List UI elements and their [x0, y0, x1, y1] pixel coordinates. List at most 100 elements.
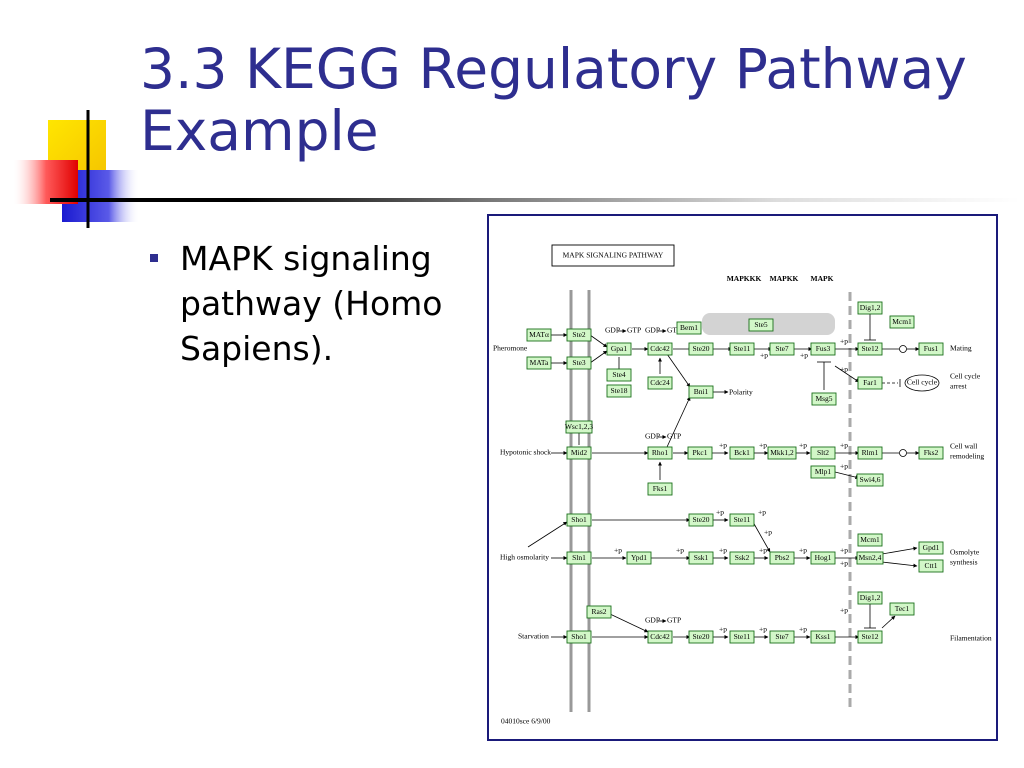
- bullet-item: MAPK signaling pathway (Homo Sapiens).: [150, 236, 470, 371]
- node-ssk2: Ssk2: [729, 551, 755, 565]
- node-label-mkk: Mkk1,2: [770, 448, 794, 457]
- node-ste20c: Ste20: [688, 630, 714, 644]
- node-ste4: Ste4: [606, 368, 632, 382]
- gtp-label-1: GTP: [667, 326, 681, 335]
- node-matb: MATa: [526, 356, 552, 370]
- node-label-ste4: Ste4: [612, 370, 626, 379]
- node-ste7: Ste7: [769, 342, 795, 356]
- phospho-label-17: +p: [758, 508, 766, 517]
- node-label-cdc42: Cdc42: [650, 344, 670, 353]
- phospho-label-7: +p: [840, 441, 848, 450]
- node-label-gpa1: Gpa1: [611, 344, 627, 353]
- node-label-wsc: Wsc1,2,3: [565, 422, 594, 431]
- node-ste12: Ste12: [857, 342, 883, 356]
- node-fks2: Fks2: [918, 446, 944, 460]
- stimulus-hypotonic: Hypotonic shock: [500, 448, 551, 457]
- phospho-label-1: +p: [800, 351, 808, 360]
- node-mkk: Mkk1,2: [767, 446, 797, 460]
- phospho-label-11: +p: [719, 546, 727, 555]
- node-label-bck1: Bck1: [734, 448, 750, 457]
- node-label-hog1: Hog1: [815, 553, 832, 562]
- phospho-label-18: +p: [764, 528, 772, 537]
- node-ste20: Ste20: [688, 342, 714, 356]
- node-msn: Msn2,4: [856, 551, 884, 565]
- bullet-text: MAPK signaling pathway (Homo Sapiens).: [180, 239, 443, 368]
- node-label-slt2: Slt2: [817, 448, 829, 457]
- node-label-ste20b: Ste20: [692, 515, 709, 524]
- node-label-bem1: Bem1: [680, 323, 698, 332]
- node-label-swi: Swi4,6: [859, 475, 880, 484]
- node-label-ste11b: Ste11: [734, 515, 751, 524]
- node-cdc42: Cdc42: [647, 342, 673, 356]
- gdp-label-1: GDP: [645, 326, 660, 335]
- node-dig12: Dig1,2: [857, 301, 883, 315]
- node-label-msg5: Msg5: [815, 394, 832, 403]
- red-square: [14, 160, 78, 204]
- node-ypd1: Ypd1: [626, 551, 652, 565]
- phospho-label-21: +p: [799, 625, 807, 634]
- gtp-label-3: GTP: [667, 616, 681, 625]
- stimulus-osmolarity: High osmolarity: [500, 553, 549, 562]
- node-label-mata: MATα: [529, 330, 549, 339]
- node-label-ste11c: Ste11: [734, 632, 751, 641]
- phospho-label-8: +p: [840, 462, 848, 471]
- pathway-connectors: [527, 314, 920, 639]
- outcome-arrest-2: arrest: [950, 382, 968, 391]
- node-label-ste3: Ste3: [572, 358, 586, 367]
- node-label-ste5: Ste5: [754, 320, 768, 329]
- node-ste18: Ste18: [606, 384, 632, 398]
- diagram-title: MAPK SIGNALING PATHWAY: [563, 251, 664, 260]
- phospho-label-6: +p: [799, 441, 807, 450]
- node-label-ypd1: Ypd1: [631, 553, 647, 562]
- node-ste20b: Ste20: [688, 513, 714, 527]
- node-label-rho1: Rho1: [652, 448, 669, 457]
- node-fus3: Fus3: [810, 342, 836, 356]
- node-label-sho1: Sho1: [571, 515, 587, 524]
- node-bni1: Bni1: [688, 385, 714, 399]
- node-label-ste2: Ste2: [572, 330, 586, 339]
- node-label-mcm1b: Mcm1: [860, 535, 880, 544]
- node-fks1: Fks1: [647, 482, 673, 496]
- node-rho1: Rho1: [647, 446, 673, 460]
- bullet-square-icon: [150, 254, 158, 262]
- node-ste3: Ste3: [566, 356, 592, 370]
- header-mapkkk: MAPKKK: [727, 274, 762, 283]
- node-label-dig12b: Dig1,2: [860, 593, 881, 602]
- node-label-ste20: Ste20: [692, 344, 709, 353]
- node-label-sho1b: Sho1: [571, 632, 587, 641]
- node-label-mlp1: Mlp1: [815, 467, 832, 476]
- phospho-label-15: +p: [840, 559, 848, 568]
- node-cdc24: Cdc24: [647, 376, 673, 390]
- node-bck1: Bck1: [729, 446, 755, 460]
- phospho-label-0: +p: [760, 351, 768, 360]
- node-ras2: Ras2: [586, 605, 612, 619]
- node-label-pkc1: Pkc1: [693, 448, 708, 457]
- node-mata: MATα: [526, 328, 552, 342]
- node-pkc1: Pkc1: [687, 446, 713, 460]
- node-cdc42b: Cdc42: [647, 630, 673, 644]
- outcome-filament: Filamentation: [950, 634, 992, 643]
- stimulus-starvation: Starvation: [518, 632, 549, 641]
- node-label-ste12: Ste12: [861, 344, 878, 353]
- node-label-ssk2: Ssk2: [735, 553, 750, 562]
- node-label-ste11: Ste11: [734, 344, 751, 353]
- node-label-gpd1: Gpd1: [923, 543, 940, 552]
- node-ste11: Ste11: [729, 342, 755, 356]
- slide-title: 3.3 KEGG Regulatory Pathway Example: [140, 38, 1010, 162]
- gtp-label-0: GTP: [627, 326, 641, 335]
- node-label-sln1: Sln1: [572, 553, 586, 562]
- node-label-cdc42b: Cdc42: [650, 632, 670, 641]
- pathway-diagram: MAPK SIGNALING PATHWAY MAPKKK MAPKK MAPK: [487, 214, 998, 741]
- footer-code: 04010sce 6/9/00: [501, 717, 551, 726]
- node-ste11c: Ste11: [729, 630, 755, 644]
- bullet-list: MAPK signaling pathway (Homo Sapiens).: [150, 236, 470, 371]
- node-label-pbs2: Pbs2: [775, 553, 790, 562]
- node-label-mid2: Mid2: [571, 448, 588, 457]
- node-label-ste20c: Ste20: [692, 632, 709, 641]
- phospho-label-2: +p: [840, 337, 848, 346]
- phospho-label-4: +p: [719, 441, 727, 450]
- diagram-title-box: [551, 244, 675, 267]
- node-label-fus1: Fus1: [924, 344, 939, 353]
- node-label-kss1: Kss1: [815, 632, 830, 641]
- outcome-arrest-1: Cell cycle: [950, 372, 981, 381]
